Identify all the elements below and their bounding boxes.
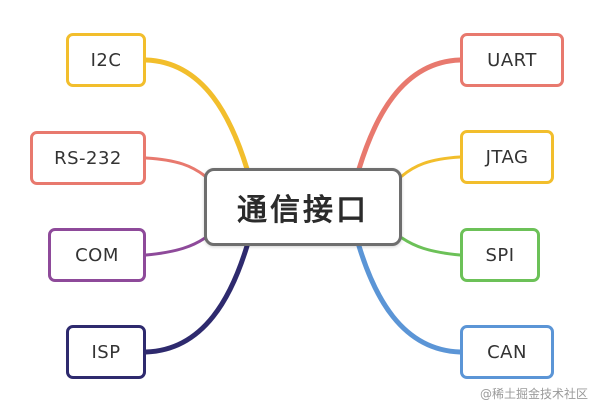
branch-node-spi: SPI — [460, 228, 540, 282]
branch-label-i2c: I2C — [90, 49, 122, 71]
branch-node-uart: UART — [460, 33, 564, 87]
connector-can — [356, 243, 463, 355]
branch-node-isp: ISP — [66, 325, 146, 379]
connector-i2c — [143, 57, 250, 172]
center-topic: 通信接口 — [204, 168, 402, 246]
branch-label-uart: UART — [487, 49, 537, 71]
branch-label-spi: SPI — [485, 244, 515, 266]
connector-rs232 — [144, 156, 207, 178]
branch-node-i2c: I2C — [66, 33, 146, 87]
branch-label-jtag: JTAG — [485, 146, 529, 168]
connector-jtag — [400, 155, 462, 178]
center-topic-label: 通信接口 — [237, 193, 369, 228]
branch-label-com: COM — [75, 244, 119, 266]
connector-isp — [143, 243, 250, 355]
connector-uart — [356, 57, 463, 172]
branch-node-rs232: RS-232 — [30, 131, 146, 185]
branch-node-jtag: JTAG — [460, 130, 554, 184]
branch-label-isp: ISP — [91, 341, 121, 363]
branch-label-rs232: RS-232 — [54, 147, 122, 169]
branch-node-com: COM — [48, 228, 146, 282]
branch-node-can: CAN — [460, 325, 554, 379]
branch-label-can: CAN — [487, 341, 527, 363]
connector-spi — [400, 236, 462, 257]
connector-com — [144, 236, 207, 257]
watermark: @稀土掘金技术社区 — [479, 387, 588, 401]
